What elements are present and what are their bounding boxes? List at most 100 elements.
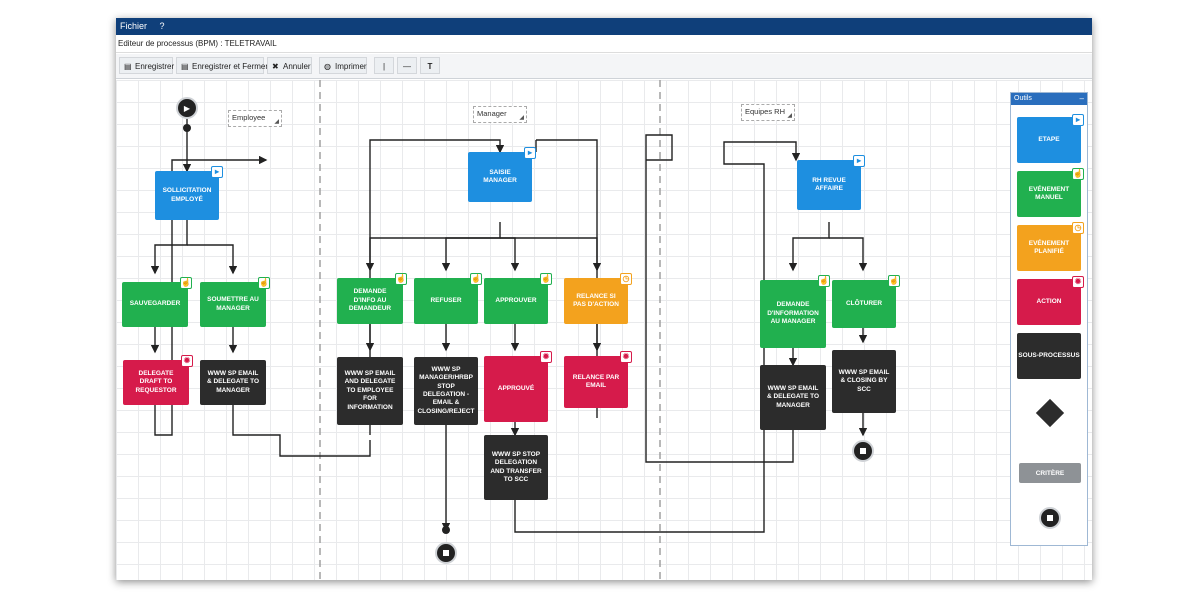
node-label: DELEGATE DRAFT TO REQUESTOR <box>135 369 177 394</box>
action-approuve[interactable]: APPROUVÉ✹ <box>484 351 552 422</box>
tool-evenement-planifie[interactable]: EVÉNEMENT PLANIFIÉ◷ <box>1017 222 1084 271</box>
subprocess-stop-delegation-transfer[interactable]: WWW SP STOP DELEGATION AND TRANSFER TO S… <box>484 435 548 500</box>
print-label: Imprimer <box>335 62 367 71</box>
vertical-line-label: | <box>382 62 386 71</box>
gear-icon: ✹ <box>1072 276 1084 288</box>
node-label: DEMANDE D'INFO AU DEMANDEUR <box>348 288 392 313</box>
print-icon: ◍ <box>324 62 331 71</box>
save-label: Enregistrer <box>135 62 175 71</box>
lane-rh-text: Equipes RH <box>745 107 786 116</box>
subprocess-stop-delegation-reject[interactable]: WWW SP MANAGER/HRBP STOP DELEGATION - EM… <box>414 357 478 425</box>
node-label: SOLLICITATION EMPLOYÉ <box>162 187 212 203</box>
hand-icon: ☝ <box>818 275 830 287</box>
step-saisie-manager[interactable]: SAISIE MANAGER ▸ <box>468 147 536 202</box>
connector-layer <box>150 80 868 580</box>
node-label: SAISIE MANAGER <box>483 168 517 184</box>
hand-icon: ☝ <box>540 273 552 285</box>
tool-sous-processus[interactable]: SOUS-PROCESSUS <box>1017 333 1081 379</box>
lane-label-manager[interactable]: Manager ◢ <box>473 106 527 123</box>
tool-critere[interactable]: CRITÈRE <box>1019 463 1081 483</box>
event-demande-info[interactable]: DEMANDE D'INFO AU DEMANDEUR☝ <box>337 273 407 324</box>
resize-corner-icon: ◢ <box>787 113 792 119</box>
node-label: WWW SP STOP DELEGATION AND TRANSFER TO S… <box>490 450 542 483</box>
hand-icon: ☝ <box>395 273 407 285</box>
save-close-icon: ▤ <box>181 62 189 71</box>
tool-label: EVÉNEMENT PLANIFIÉ <box>1028 239 1070 255</box>
save-icon: ▤ <box>124 62 132 71</box>
connectors <box>150 119 868 533</box>
event-refuser[interactable]: REFUSER☝ <box>414 273 482 324</box>
event-soumettre-au-manager[interactable]: SOUMETTRE AU MANAGER☝ <box>200 277 270 327</box>
gear-icon: ✹ <box>540 351 552 363</box>
close-icon: ✖ <box>272 62 279 71</box>
tool-label: CRITÈRE <box>1035 469 1065 477</box>
cancel-label: Annuler <box>283 62 311 71</box>
tools-panel: Outils – ETAPE▸ EVÉNEMENT MANUEL☝ EVÉNEME… <box>1010 92 1088 546</box>
stop-icon <box>1047 515 1053 521</box>
scheduled-relance-si-pas-action[interactable]: RELANCE SI PAS D'ACTION◷ <box>564 273 632 324</box>
action-delegate-draft[interactable]: DELEGATE DRAFT TO REQUESTOR ✹ <box>123 355 193 405</box>
node-label: WWW SP EMAIL & DELEGATE TO MANAGER <box>206 369 260 394</box>
event-cloturer[interactable]: CLÔTURER☝ <box>832 275 900 328</box>
minimize-icon[interactable]: – <box>1079 94 1084 103</box>
hand-icon: ☝ <box>180 277 192 289</box>
editor-title: Editeur de processus (BPM) : TELETRAVAIL <box>116 36 1092 53</box>
event-demande-information-manager[interactable]: DEMANDE D'INFORMATION AU MANAGER☝ <box>760 275 830 348</box>
tools-panel-header: Outils – <box>1011 93 1087 105</box>
editor-title-label: Editeur de processus (BPM) : TELETRAVAIL <box>118 39 277 48</box>
tool-end-event[interactable] <box>1039 507 1061 529</box>
menu-bar: Fichier ? <box>116 18 1092 35</box>
lane-manager-text: Manager <box>477 109 507 118</box>
event-sauvegarder[interactable]: SAUVEGARDER☝ <box>122 277 192 327</box>
end-event-manager[interactable] <box>435 542 457 564</box>
print-button[interactable]: ◍ Imprimer <box>319 57 367 74</box>
menu-file[interactable]: Fichier <box>120 21 148 31</box>
save-close-button[interactable]: ▤Enregistrer et Fermer <box>176 57 268 74</box>
node-label: RELANCE SI PAS D'ACTION <box>573 292 619 308</box>
tool-etape[interactable]: ETAPE▸ <box>1017 114 1084 163</box>
subprocess-closing-by-scc[interactable]: WWW SP EMAIL & CLOSING BY SCC <box>832 350 896 413</box>
action-relance-par-email[interactable]: RELANCE PAR EMAIL✹ <box>564 351 632 408</box>
node-label: RH REVUE AFFAIRE <box>812 176 846 192</box>
lane-label-employee[interactable]: Employee◢ <box>228 110 282 127</box>
lane-employee-text: Employee <box>232 113 266 122</box>
step-icon: ▸ <box>853 155 865 167</box>
node-label: APPROUVER <box>495 296 537 304</box>
play-icon: ▶ <box>183 103 191 113</box>
step-rh-revue-affaire[interactable]: RH REVUE AFFAIRE ▸ <box>797 155 865 210</box>
gear-icon: ✹ <box>181 355 193 367</box>
tool-label: ACTION <box>1036 297 1062 305</box>
start-event[interactable]: ▶ <box>176 97 198 119</box>
end-event-rh[interactable] <box>852 440 874 462</box>
horizontal-line-button[interactable]: — <box>397 57 417 74</box>
tool-label: ETAPE <box>1038 135 1060 143</box>
tool-action[interactable]: ACTION ✹ <box>1017 276 1084 325</box>
menu-help[interactable]: ? <box>159 21 165 31</box>
save-button[interactable]: ▤Enregistrer <box>119 57 175 74</box>
toolbar: ▤Enregistrer ▤Enregistrer et Fermer ✖Ann… <box>116 54 1092 79</box>
resize-corner-icon: ◢ <box>519 115 524 121</box>
clock-icon: ◷ <box>620 273 632 285</box>
step-sollicitation-employe[interactable]: SOLLICITATION EMPLOYÉ▸ <box>155 166 223 220</box>
subprocess-delegate-to-manager-rh[interactable]: WWW SP EMAIL & DELEGATE TO MANAGER <box>760 365 826 430</box>
tools-panel-title: Outils <box>1014 95 1032 102</box>
connector-dots <box>183 124 450 534</box>
tool-evenement-manuel[interactable]: EVÉNEMENT MANUEL☝ <box>1017 168 1084 217</box>
stop-icon <box>443 550 449 556</box>
tool-diamond-gateway[interactable] <box>1035 398 1065 428</box>
stop-icon <box>860 448 866 454</box>
process-canvas[interactable]: Employee◢ Manager◢ Equipes RH◢ ▶ SOLLICI… <box>116 80 1092 580</box>
hand-icon: ☝ <box>1072 168 1084 180</box>
step-icon: ▸ <box>524 147 536 159</box>
horizontal-line-label: — <box>403 62 411 71</box>
event-approuver[interactable]: APPROUVER ☝ <box>484 273 552 324</box>
tool-label: SOUS-PROCESSUS <box>1018 351 1080 359</box>
subprocess-delegate-to-employee[interactable]: WWW SP EMAIL AND DELEGATE TO EMPLOYEE FO… <box>337 357 403 425</box>
cancel-button[interactable]: ✖ Annuler <box>267 57 312 74</box>
text-tool-button[interactable]: T <box>420 57 440 74</box>
vertical-line-button[interactable]: | <box>374 57 394 74</box>
lane-label-rh[interactable]: Equipes RH◢ <box>741 104 795 121</box>
node-label: WWW SP EMAIL & CLOSING BY SCC <box>838 368 890 393</box>
bpm-editor-window: Fichier ? Editeur de processus (BPM) : T… <box>116 18 1092 580</box>
subprocess-delegate-to-manager[interactable]: WWW SP EMAIL & DELEGATE TO MANAGER <box>200 360 266 405</box>
